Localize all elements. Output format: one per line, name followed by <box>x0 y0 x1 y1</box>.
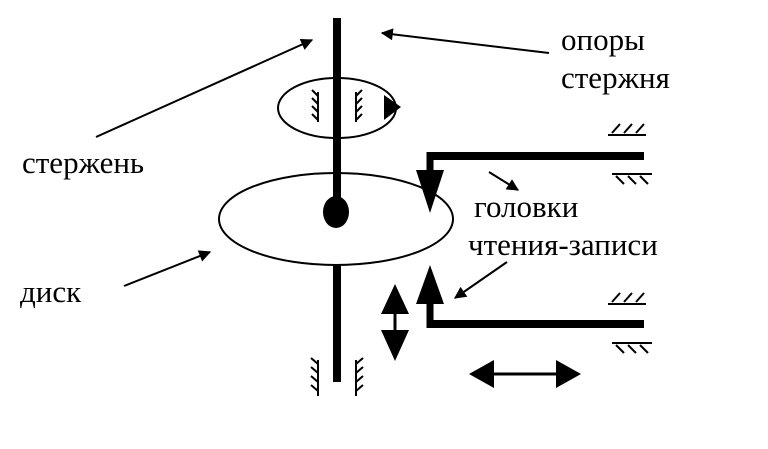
pointer-upper-head <box>488 171 520 191</box>
pointer-disk <box>123 250 212 287</box>
lower-head <box>416 265 652 354</box>
pointer-shaft <box>95 38 314 138</box>
horizontal-movement-arrow <box>469 360 581 388</box>
label-supports-line2: стержня <box>561 60 670 95</box>
shaft-mount <box>323 196 349 228</box>
disk <box>218 172 454 266</box>
pointer-supports <box>380 28 550 54</box>
label-shaft: стержень <box>22 145 145 180</box>
label-heads-line1: головки <box>474 189 579 224</box>
label-disk: диск <box>20 274 82 309</box>
vertical-movement-arrow <box>381 284 409 361</box>
upper-head <box>416 123 652 213</box>
lower-support <box>310 357 364 396</box>
label-supports-line1: опоры <box>561 22 645 57</box>
label-heads-line2: чтения-записи <box>468 227 658 262</box>
rotation-arrow <box>384 95 401 120</box>
pointer-lower-head <box>454 261 508 299</box>
pointer-lines <box>95 28 550 299</box>
